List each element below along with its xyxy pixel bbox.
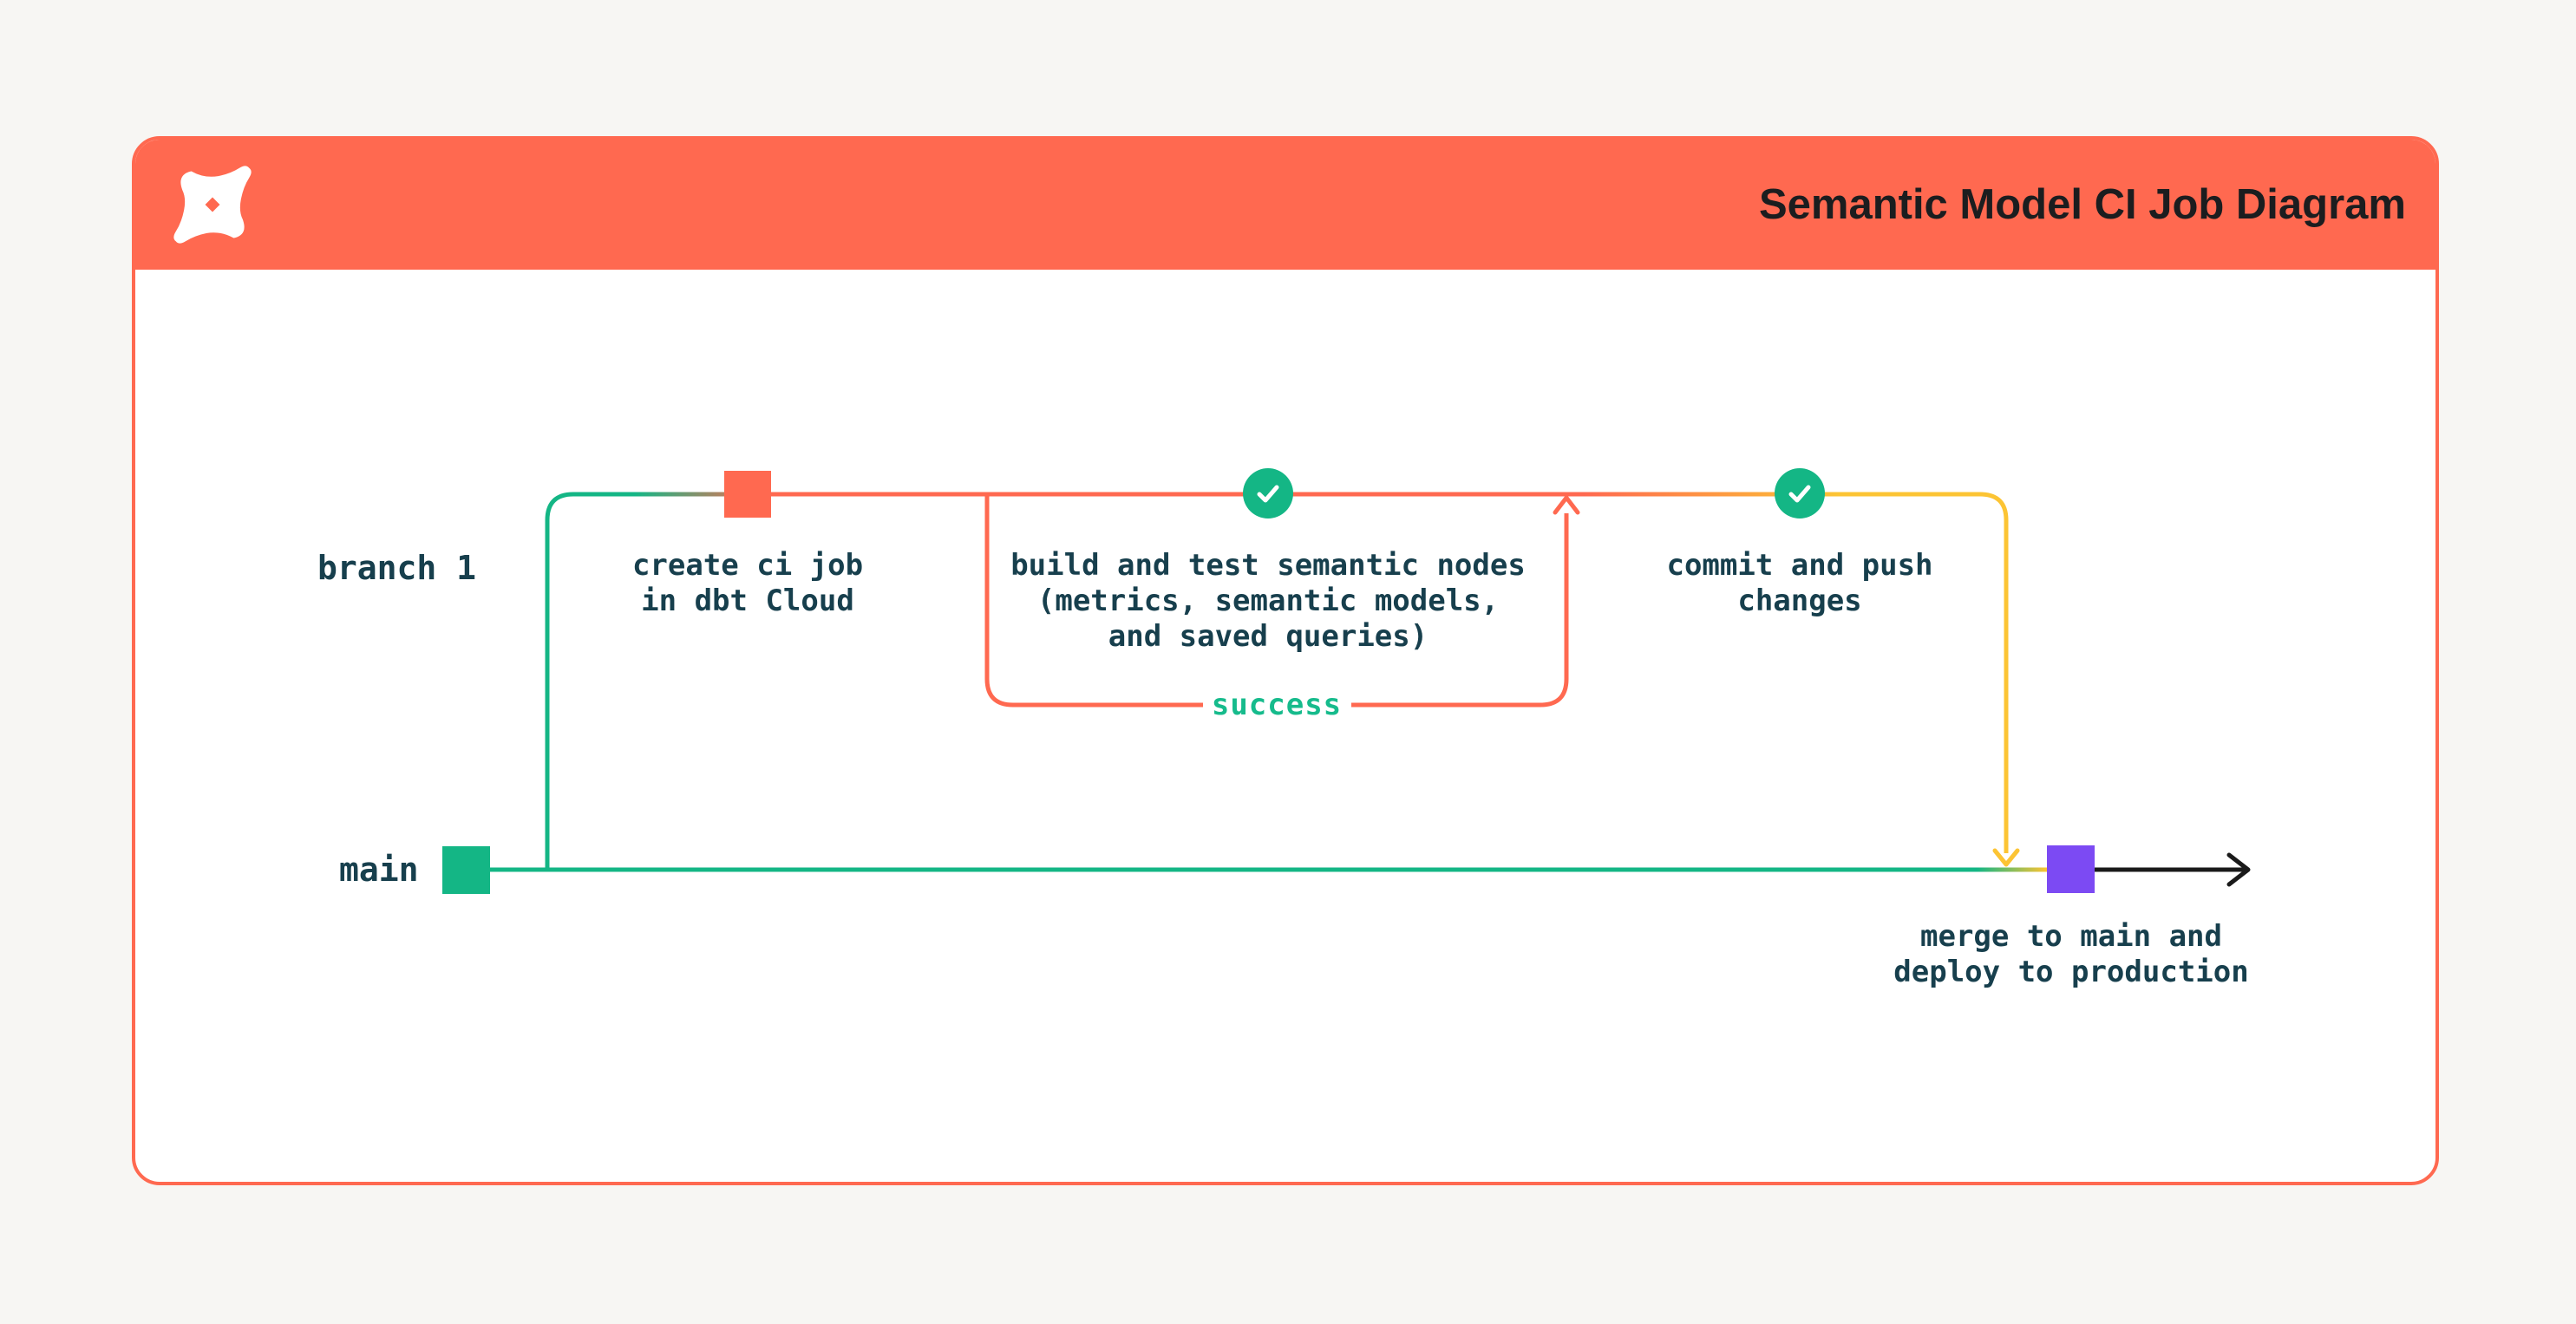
checkmark-icon [1788, 485, 1811, 503]
main-label: main [339, 851, 419, 889]
header-bar: Semantic Model CI Job Diagram [135, 140, 2435, 270]
commit-push-check-node [1775, 468, 1825, 519]
branch1-label: branch 1 [317, 549, 477, 587]
build-test-check-node [1243, 468, 1293, 519]
diagram-card: Semantic Model CI Job Diagram [132, 136, 2439, 1185]
success-label: success [1211, 688, 1343, 722]
merge-deploy-caption: merge to main and deploy to production [1893, 919, 2249, 989]
main-start-commit-square [442, 846, 490, 894]
page-title: Semantic Model CI Job Diagram [1758, 181, 2406, 228]
build-test-caption: build and test semantic nodes (metrics, … [1010, 548, 1526, 654]
dbt-logo-icon [173, 166, 252, 244]
create-ci-job-caption: create ci job in dbt Cloud [631, 548, 864, 618]
create-ci-job-commit-square [724, 471, 771, 518]
commit-push-caption: commit and push changes [1666, 548, 1933, 618]
checkmark-icon [1257, 485, 1279, 503]
merge-commit-square [2047, 845, 2095, 893]
